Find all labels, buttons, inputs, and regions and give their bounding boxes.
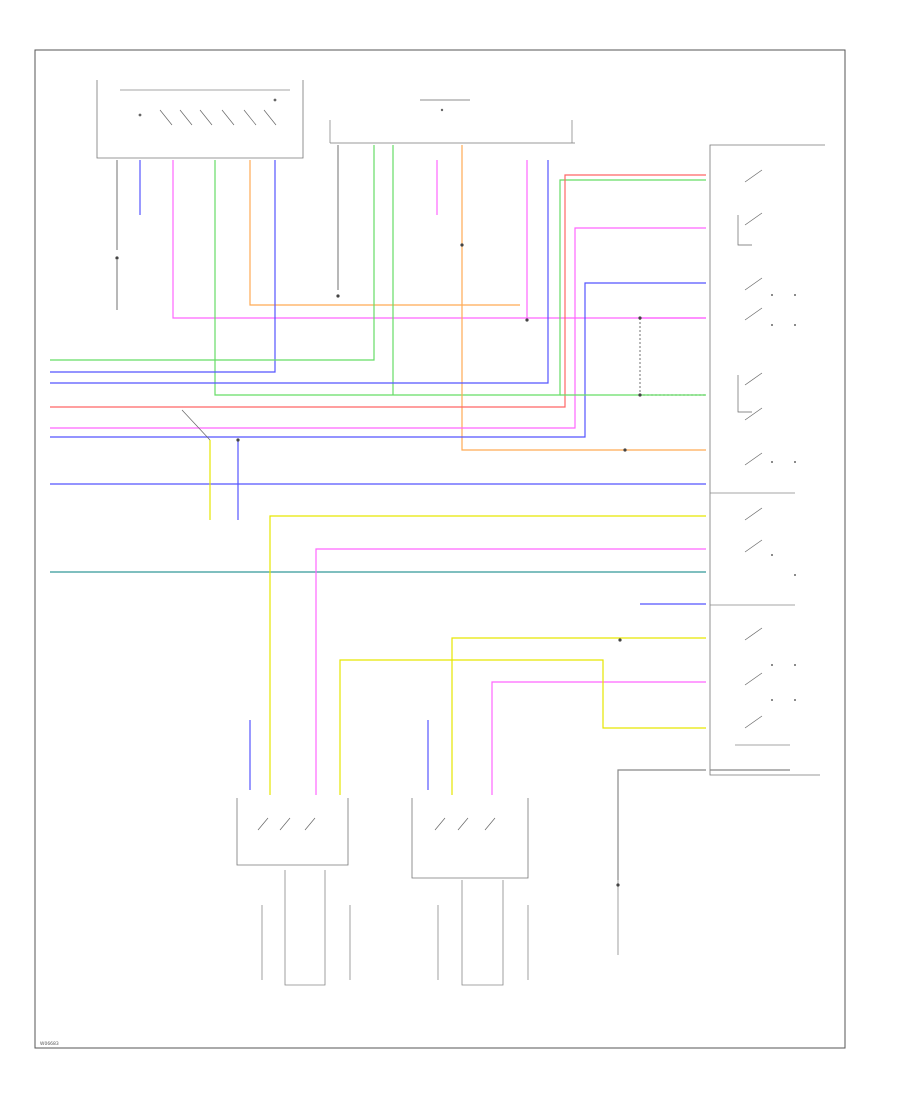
top-left-switch-module (96, 80, 304, 159)
wires-right-feed (269, 317, 790, 880)
wires-left-bus (50, 174, 706, 573)
wires-top-center (50, 145, 706, 451)
footer-code: W06683 (40, 1041, 59, 1047)
top-center-connector (329, 99, 575, 144)
junction-dots (115, 243, 642, 887)
right-switch-module (709, 144, 825, 776)
bottom-left-relay (236, 720, 351, 986)
diagram-frame (34, 49, 846, 1049)
bottom-center-relay (411, 720, 529, 986)
